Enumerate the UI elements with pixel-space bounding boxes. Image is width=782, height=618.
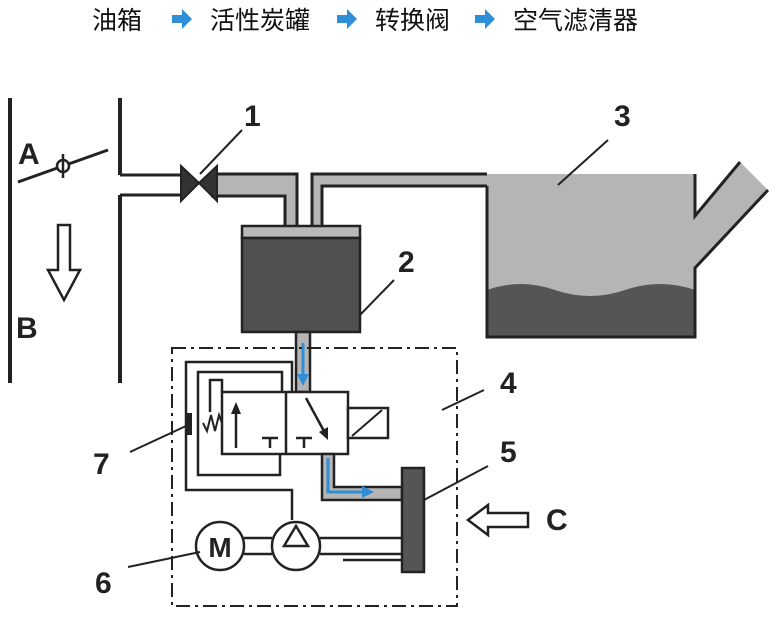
pump-motor: M xyxy=(194,520,402,572)
flow-step-fuel-tank: 油箱 xyxy=(92,6,142,35)
pump-outlet-pipe xyxy=(320,536,402,556)
valve-blocked-port-icon xyxy=(296,436,312,448)
leader-5 xyxy=(423,465,489,501)
leader-lines xyxy=(127,129,609,568)
purge-pipe-outer xyxy=(211,172,299,226)
label-6: 6 xyxy=(95,567,112,600)
down-arrow-icon xyxy=(297,374,309,386)
flow-caption: 油箱 活性炭罐 转换阀 空气滤清器 xyxy=(92,6,638,35)
label-A: A xyxy=(18,138,40,171)
label-3: 3 xyxy=(614,100,631,133)
flow-path-arrow xyxy=(326,458,366,494)
pressure-switch-7 xyxy=(186,413,192,435)
flow-step-air-filter: 空气滤清器 xyxy=(513,6,638,35)
fuel-tank xyxy=(485,161,770,339)
leader-2 xyxy=(359,279,395,316)
diagnosis-module-boundary xyxy=(171,347,458,607)
pump-direction-icon xyxy=(281,523,311,548)
motor-shaft xyxy=(244,536,272,556)
purge-line xyxy=(120,163,299,226)
leader-4 xyxy=(441,389,485,411)
purge-pipe-fill xyxy=(211,174,297,226)
leader-1 xyxy=(199,129,243,175)
label-C: C xyxy=(546,504,568,537)
motor-icon xyxy=(194,520,246,572)
tank-fuel-level xyxy=(487,284,695,337)
left-arrow-icon xyxy=(465,502,530,538)
valve-flow-path xyxy=(304,397,327,434)
spring-icon xyxy=(202,411,223,434)
flow-arrow-icon xyxy=(172,9,192,29)
vent-pipe-inner xyxy=(320,184,487,226)
label-1: 1 xyxy=(244,100,261,133)
callout-labels: 1 2 3 4 5 6 7 A B C xyxy=(16,100,631,600)
flow-arrow-icon xyxy=(475,9,495,29)
carbon-canister xyxy=(240,224,362,394)
leader-3 xyxy=(557,139,609,186)
solenoid-symbol xyxy=(351,409,383,437)
purge-pipe-inner xyxy=(211,194,287,226)
circuit-line-top xyxy=(208,378,224,412)
flow-step-carbon-canister: 活性炭罐 xyxy=(210,6,310,35)
switching-valve xyxy=(186,390,390,456)
down-arrow-icon xyxy=(45,223,83,303)
valve-blocked-port-icon xyxy=(262,436,278,448)
motor-label: M xyxy=(208,532,231,563)
diagonal-arrow-icon xyxy=(319,427,328,440)
vent-pipe-outer xyxy=(310,172,487,226)
up-arrow-icon xyxy=(231,402,241,414)
leader-6 xyxy=(127,551,201,568)
right-arrow-icon xyxy=(362,486,374,498)
label-4: 4 xyxy=(500,367,517,400)
canister-body xyxy=(240,236,362,334)
flow-step-switch-valve: 转换阀 xyxy=(375,6,450,35)
circuit-line-inner xyxy=(196,370,284,477)
canister-top xyxy=(240,224,362,240)
label-2: 2 xyxy=(398,246,415,279)
flow-arrow-icon xyxy=(337,9,357,29)
filter-outlet-line xyxy=(320,452,404,502)
purge-valve-icon xyxy=(197,163,218,204)
tank-outline xyxy=(485,161,770,339)
purge-valve-icon xyxy=(180,163,201,204)
tank-vent-line xyxy=(310,172,487,226)
vent-pipe-fill xyxy=(312,174,487,226)
leader-7 xyxy=(129,425,187,453)
label-5: 5 xyxy=(500,436,517,469)
label-B: B xyxy=(16,312,38,345)
air-filter xyxy=(400,466,426,574)
intake-duct xyxy=(8,98,122,383)
intake-connector-pipe xyxy=(120,173,187,197)
label-7: 7 xyxy=(93,448,110,481)
